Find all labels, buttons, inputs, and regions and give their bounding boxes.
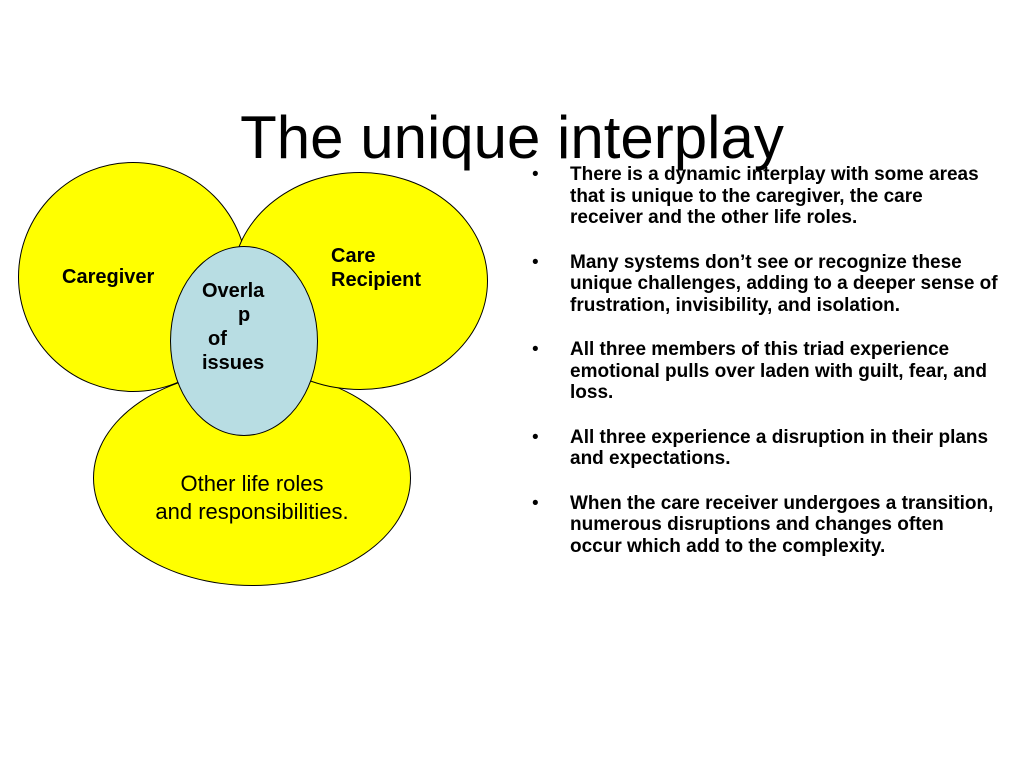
bullet-marker: • (532, 164, 539, 185)
caregiver-label: Caregiver (62, 266, 155, 288)
bullet-marker: • (532, 426, 539, 448)
care-recipient-label: Care Recipient (331, 245, 422, 291)
bullet-marker: • (532, 492, 539, 514)
bullet-item: • There is a dynamic interplay with some… (528, 164, 998, 229)
bullet-text: When the care receiver undergoes a trans… (570, 492, 994, 557)
overlap-label-line: Overla (202, 280, 265, 302)
overlap-label-line: of (208, 328, 227, 350)
bullet-text: Many systems don’t see or recognize thes… (570, 251, 998, 316)
other-label-line: Other life roles (180, 471, 324, 496)
bullet-item: • All three experience a disruption in t… (528, 427, 998, 470)
bullet-text: All three experience a disruption in the… (570, 426, 989, 470)
bullet-list: • There is a dynamic interplay with some… (528, 164, 998, 580)
bullet-item: • When the care receiver undergoes a tra… (528, 493, 998, 558)
overlap-circle (170, 246, 318, 436)
bullet-item: • Many systems don’t see or recognize th… (528, 252, 998, 317)
bullet-item: • All three members of this triad experi… (528, 339, 998, 404)
other-life-roles-label: Other life roles and responsibilities. (93, 470, 411, 526)
overlap-label: Overla p of issues (170, 279, 310, 375)
bullet-text: All three members of this triad experien… (570, 339, 988, 403)
other-label-line: and responsibilities. (155, 499, 349, 524)
bullet-text: There is a dynamic interplay with some a… (570, 164, 979, 228)
overlap-label-line: issues (202, 352, 265, 374)
overlap-label-line: p (238, 304, 251, 326)
bullet-marker: • (532, 251, 539, 273)
slide-title: The unique interplay (240, 104, 784, 172)
bullet-marker: • (532, 339, 539, 360)
